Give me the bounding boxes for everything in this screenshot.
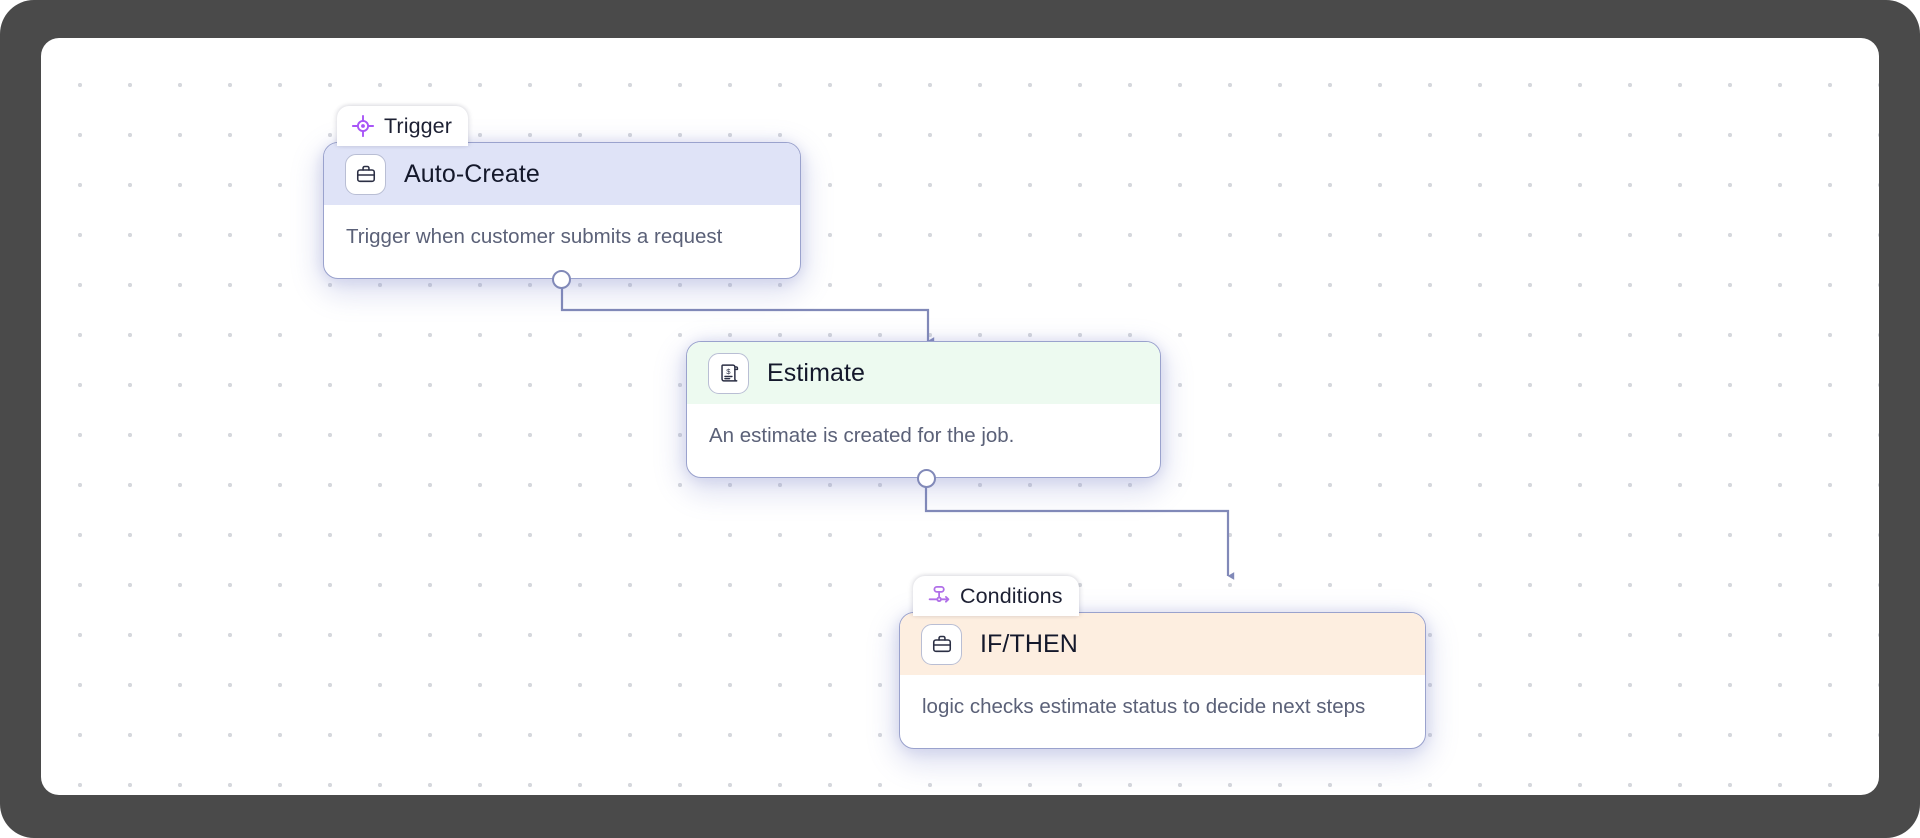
node-description: Trigger when customer submits a request	[346, 225, 723, 248]
node-output-port[interactable]	[917, 469, 936, 488]
node-title: Auto-Create	[404, 159, 540, 188]
node-title: IF/THEN	[980, 629, 1078, 658]
connector-estimate-to-ifthen	[924, 480, 1235, 580]
node-description: An estimate is created for the job.	[709, 424, 1015, 447]
briefcase-icon	[345, 153, 386, 195]
node-output-port[interactable]	[552, 270, 571, 289]
node-tab-label: Conditions	[960, 583, 1063, 608]
node-card[interactable]: IF/THEN logic checks estimate status to …	[899, 612, 1426, 749]
node-tab-trigger[interactable]: Trigger	[337, 106, 469, 146]
node-description: logic checks estimate status to decide n…	[922, 695, 1366, 718]
workflow-canvas[interactable]: Trigger Auto-Create Trigger when custome…	[41, 38, 1879, 795]
node-title: Estimate	[767, 358, 866, 387]
node-body: logic checks estimate status to decide n…	[900, 675, 1425, 721]
node-header: $ Estimate	[687, 342, 1160, 404]
node-card[interactable]: Auto-Create Trigger when customer submit…	[323, 142, 801, 279]
node-tab-conditions[interactable]: Conditions	[913, 576, 1079, 616]
node-header: IF/THEN	[900, 613, 1425, 675]
branch-workflow-icon	[927, 584, 951, 608]
node-auto-create[interactable]: Trigger Auto-Create Trigger when custome…	[323, 106, 801, 289]
node-body: An estimate is created for the job.	[687, 404, 1160, 450]
node-body: Trigger when customer submits a request	[324, 205, 800, 251]
node-card[interactable]: $ Estimate An estimate is created for th…	[686, 341, 1161, 478]
node-if-then[interactable]: Conditions IF/THEN logic checks estimate…	[899, 576, 1426, 751]
node-header: Auto-Create	[324, 143, 800, 205]
connector-trigger-to-estimate	[560, 279, 935, 345]
briefcase-icon	[921, 623, 962, 665]
receipt-invoice-icon: $	[708, 352, 749, 394]
node-estimate[interactable]: $ Estimate An estimate is created for th…	[686, 341, 1161, 488]
svg-text:$: $	[726, 367, 731, 376]
target-crosshair-icon	[351, 114, 375, 138]
node-tab-label: Trigger	[384, 113, 453, 138]
